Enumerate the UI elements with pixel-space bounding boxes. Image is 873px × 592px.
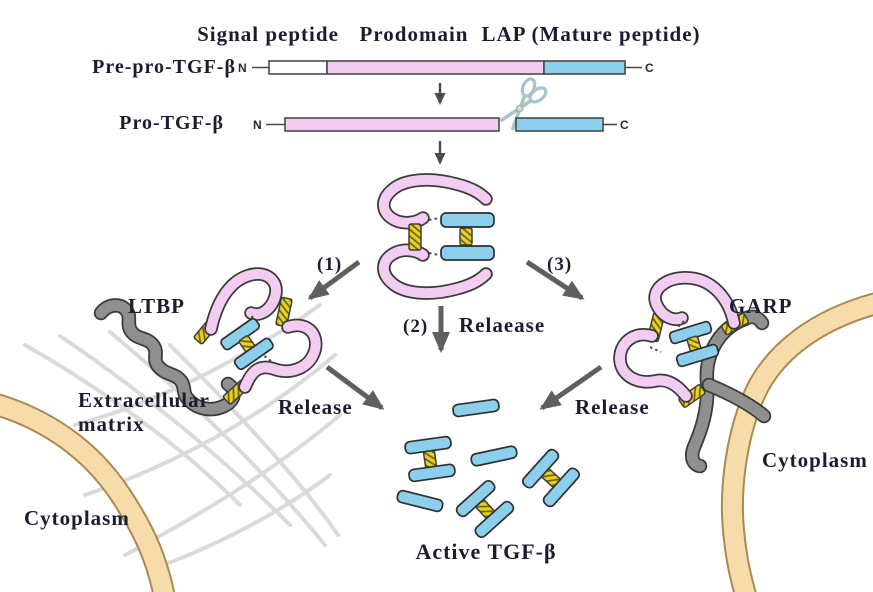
release-right-label: Release	[575, 395, 650, 419]
lap-label: LAP (Mature peptide)	[481, 22, 701, 46]
ltbp-bound-complex	[193, 267, 323, 405]
cell-membrane-left	[0, 393, 176, 592]
signal-peptide-segment	[268, 60, 328, 75]
pathway1-label: (1)	[317, 254, 343, 275]
pathway3-label: (3)	[547, 254, 573, 275]
pathway3-arrow	[525, 259, 585, 301]
cytoplasm-right-label: Cytoplasm	[762, 448, 868, 472]
scissors-icon	[500, 77, 548, 131]
c-terminus-label: C	[620, 118, 629, 132]
lap-segment	[543, 60, 626, 75]
cell-membrane-right	[720, 292, 873, 592]
garp-bound-complex	[613, 271, 750, 408]
extracellular-matrix-label-line1: Extracellular	[78, 388, 210, 412]
n-terminus-label: N	[253, 118, 262, 132]
disulfide-link	[459, 227, 473, 246]
release-right-arrow	[539, 364, 603, 411]
disulfide-link	[408, 223, 422, 251]
extracellular-matrix-label-line2: matrix	[78, 412, 145, 436]
garp-label: GARP	[729, 294, 793, 318]
mature-peptide-bar	[440, 212, 495, 228]
pro-mature-segment	[515, 117, 604, 132]
pro-prodomain-segment	[284, 117, 500, 132]
pro-tgfb-label: Pro-TGF-β	[119, 112, 224, 134]
prodomain-label: Prodomain	[359, 22, 469, 46]
active-tgfb-label: Active TGF-β	[415, 539, 557, 564]
c-terminus-label: C	[645, 61, 654, 75]
mature-peptide-bar	[440, 245, 495, 261]
signal-peptide-label: Signal peptide	[197, 22, 339, 46]
cytoplasm-left-label: Cytoplasm	[24, 506, 130, 530]
release-left-arrow	[325, 364, 385, 411]
ltbp-label: LTBP	[128, 294, 185, 318]
pathway2-label: (2)	[403, 316, 429, 337]
prodomain-segment	[326, 60, 545, 75]
n-terminus-label: N	[238, 61, 247, 75]
pathway1-arrow	[307, 259, 361, 301]
pre-pro-tgfb-bar	[252, 60, 642, 75]
active-tgfb-cluster	[396, 398, 581, 539]
release-center-label: Relaease	[459, 313, 546, 337]
pro-tgfb-bar	[266, 117, 617, 132]
ltbp-ribbon	[93, 298, 241, 417]
release-left-label: Release	[278, 395, 353, 419]
pre-pro-tgfb-label: Pre-pro-TGF-β	[92, 56, 236, 78]
latent-tgfb-complex	[377, 173, 495, 300]
